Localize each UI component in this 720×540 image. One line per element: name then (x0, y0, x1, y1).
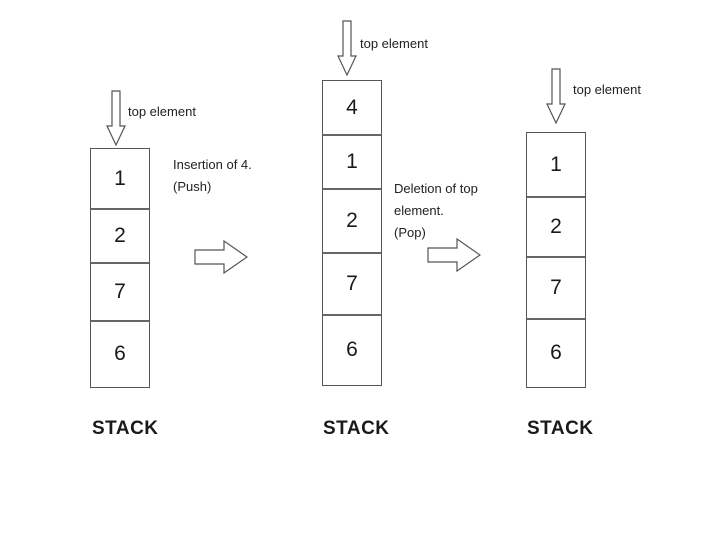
cell-divider (323, 314, 381, 316)
stack-cell: 7 (550, 276, 562, 299)
right-arrow-icon (194, 240, 248, 274)
stack-cell: 1 (114, 167, 126, 190)
cell-divider (323, 188, 381, 190)
pop-text-line: element. (394, 203, 444, 218)
cell-divider (323, 252, 381, 254)
cell-divider (527, 318, 585, 320)
down-arrow-icon (337, 20, 357, 76)
cell-divider (91, 262, 149, 264)
stack-caption: STACK (323, 418, 390, 439)
stack-after-pop: 1 2 7 6 (526, 132, 586, 388)
stack-after-push: 4 1 2 7 6 (322, 80, 382, 386)
pop-text-line: (Pop) (394, 225, 426, 240)
stack-before-push: 1 2 7 6 (90, 148, 150, 388)
pop-description: Deletion of top element. (Pop) (394, 178, 478, 244)
top-element-label: top element (128, 104, 196, 119)
stack-cell: 6 (114, 342, 126, 365)
top-element-label: top element (360, 36, 428, 51)
stack-cell: 7 (114, 280, 126, 303)
stack-cell: 1 (346, 150, 358, 173)
right-arrow-icon (427, 238, 481, 272)
cell-divider (91, 208, 149, 210)
stack-cell: 7 (346, 272, 358, 295)
stack-cell: 6 (346, 338, 358, 361)
stack-caption: STACK (92, 418, 159, 439)
stack-cell: 2 (346, 209, 358, 232)
stack-cell: 2 (550, 215, 562, 238)
down-arrow-icon (546, 68, 566, 124)
pop-text-line: Deletion of top (394, 181, 478, 196)
stack-cell: 4 (346, 96, 358, 119)
push-text-line: Insertion of 4. (173, 157, 252, 172)
stack-cell: 6 (550, 341, 562, 364)
stack-caption: STACK (527, 418, 594, 439)
cell-divider (527, 256, 585, 258)
cell-divider (91, 320, 149, 322)
push-description: Insertion of 4. (Push) (173, 154, 252, 198)
top-element-label: top element (573, 82, 641, 97)
stack-cell: 2 (114, 224, 126, 247)
down-arrow-icon (106, 90, 126, 146)
cell-divider (527, 196, 585, 198)
stack-cell: 1 (550, 153, 562, 176)
cell-divider (323, 134, 381, 136)
push-text-line: (Push) (173, 179, 212, 194)
